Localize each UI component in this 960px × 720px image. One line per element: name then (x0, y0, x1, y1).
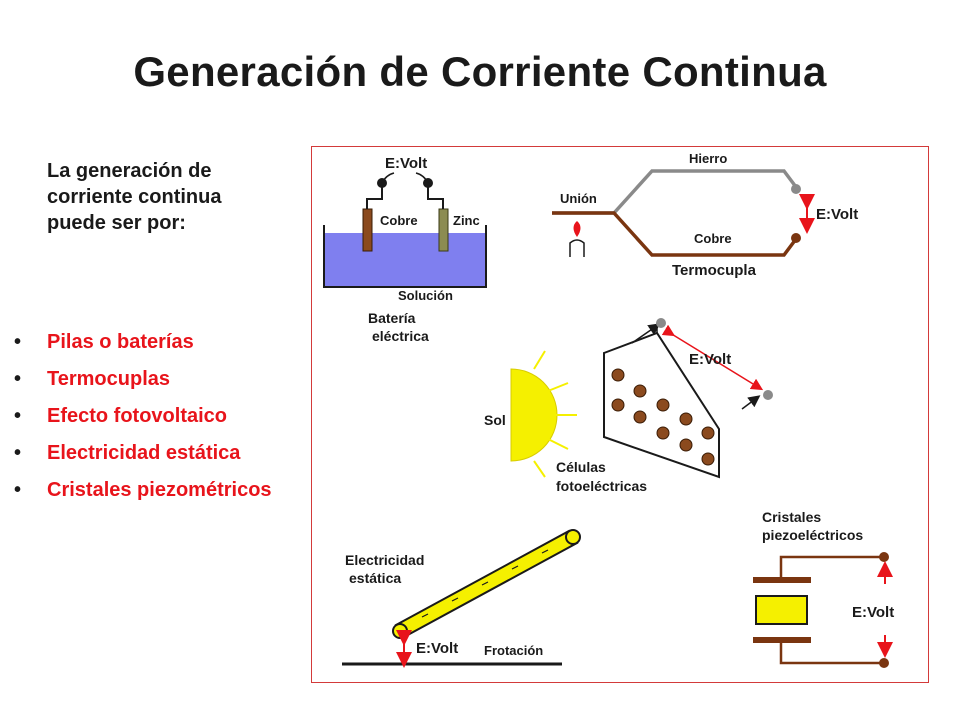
terminal-lead (415, 172, 429, 184)
bullet-icon: • (14, 405, 22, 427)
panel-lead-arrow (741, 395, 761, 410)
rubbed-rod (394, 529, 579, 639)
sun-icon (510, 368, 558, 462)
iron-terminal (791, 184, 801, 194)
thermocouple-diagram: E:Volt Hierro Unión Cobre Termocupla (552, 151, 858, 279)
thermocouple-label: Termocupla (672, 262, 757, 279)
static-label-line1: Electricidad (345, 552, 424, 568)
piezo-label-line1: Cristales (762, 509, 821, 525)
list-item-text: Termocuplas (47, 368, 170, 390)
list-item: • Termocuplas (8, 367, 288, 391)
rod-tip (392, 623, 408, 639)
list-item-text: Efecto fotovoltaico (47, 405, 228, 427)
piezo-diagram: Cristales piezoeléctricos E:Volt (753, 509, 894, 668)
photovoltaic-cells (611, 368, 715, 466)
charge-marks (421, 549, 549, 618)
zinc-wire (427, 185, 444, 209)
list-item: • Pilas o baterías (8, 330, 288, 354)
lower-plate (753, 637, 811, 643)
solar-volt-label: E:Volt (689, 351, 731, 368)
intro-text: La generación de corriente continua pued… (47, 160, 222, 234)
piezo-volt-label: E:Volt (852, 604, 894, 621)
battery-container (323, 225, 487, 288)
copper-electrode (362, 208, 373, 252)
sun-ray (533, 350, 546, 370)
thermo-volt-label: E:Volt (816, 206, 858, 223)
panel-lead-arrow (631, 323, 661, 344)
panel-terminal (763, 390, 773, 400)
zinc-label: Zinc (453, 213, 480, 228)
dc-generation-diagram: E:Volt Cobre Zinc Solución Batería eléct… (323, 151, 894, 668)
terminal-lead (381, 172, 395, 184)
solar-voltage-arrow (661, 324, 764, 391)
list-item: • Electricidad estática (8, 441, 288, 465)
solar-diagram: Sol E:Volt Células fotoeléctricas (484, 318, 773, 494)
list-item-text: Pilas o baterías (47, 331, 194, 353)
list-item: • Cristales piezométricos (8, 478, 288, 502)
sun-ray (547, 382, 569, 392)
sun-label: Sol (484, 412, 506, 428)
battery-label-line2: eléctrica (372, 328, 429, 344)
bullet-icon: • (14, 331, 22, 353)
copper-wire (552, 211, 798, 257)
bullet-icon: • (14, 368, 22, 390)
sun-ray (547, 438, 569, 450)
diagram-panel: E:Volt Cobre Zinc Solución Batería eléct… (311, 146, 929, 683)
zinc-electrode (438, 208, 449, 252)
rod-tip (565, 529, 581, 545)
solar-label-line2: fotoeléctricas (556, 478, 647, 494)
battery-label-line1: Batería (368, 310, 416, 326)
battery-diagram: E:Volt Cobre Zinc Solución Batería eléct… (323, 155, 487, 344)
piezo-label-line2: piezoeléctricos (762, 527, 863, 543)
panel-terminal (656, 318, 666, 328)
burner-icon (569, 239, 585, 257)
solution-label: Solución (398, 288, 453, 303)
copper-label: Cobre (380, 213, 418, 228)
list-item-text: Electricidad estática (47, 442, 241, 464)
piezo-crystal (755, 595, 808, 625)
page-title: Generación de Corriente Continua (133, 48, 827, 95)
solar-label-line1: Células (556, 459, 606, 475)
static-volt-label: E:Volt (416, 640, 458, 657)
lower-wire (779, 643, 884, 665)
copper-terminal (791, 233, 801, 243)
flame-icon (573, 221, 581, 237)
copper-wire (366, 185, 383, 209)
friction-label: Frotación (484, 643, 543, 658)
sun-ray (533, 460, 546, 478)
electrolyte-solution (324, 233, 486, 287)
generation-methods-list: • Pilas o baterías • Termocuplas • Efecto f… (8, 330, 288, 515)
iron-label: Hierro (689, 151, 727, 166)
junction-label: Unión (560, 191, 597, 206)
static-label-line2: estática (349, 570, 401, 586)
battery-volt-label: E:Volt (385, 155, 427, 172)
list-item-text: Cristales piezométricos (47, 479, 272, 501)
list-item: • Efecto fotovoltaico (8, 404, 288, 428)
thermo-copper-label: Cobre (694, 231, 732, 246)
static-diagram: E:Volt Frotación Electricidad estática (342, 529, 581, 668)
upper-terminal (879, 552, 889, 562)
lower-terminal (879, 658, 889, 668)
upper-wire (779, 555, 884, 579)
upper-plate (753, 577, 811, 583)
bullet-icon: • (14, 442, 22, 464)
bullet-icon: • (14, 479, 22, 501)
